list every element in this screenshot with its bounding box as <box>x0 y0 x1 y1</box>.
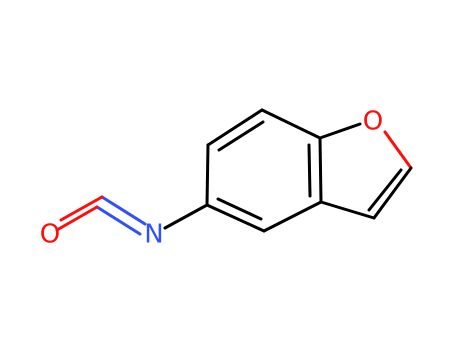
bond-c1-c2 <box>206 108 264 147</box>
bond-n-c-upper <box>100 195 147 226</box>
bond-c6-n <box>163 203 209 230</box>
aromatic-inner-bond-1 <box>217 120 265 152</box>
atom-o-ring: O <box>363 107 383 137</box>
atom-n: N <box>144 220 163 250</box>
bond-n-c-lower <box>95 205 142 236</box>
bond-c3-c4 <box>318 136 323 204</box>
bond-c4-c5 <box>262 200 323 233</box>
bond-c6-c1 <box>205 143 210 207</box>
bond-c-o-lower <box>55 205 99 232</box>
bond-c2-c3 <box>260 108 322 140</box>
bond-c8-c4 <box>319 200 376 220</box>
furan-inner-double-bond <box>367 168 403 212</box>
bond-c5-c6 <box>205 203 266 233</box>
bond-o-c7 <box>383 130 413 170</box>
atom-o-isocyanate: O <box>40 220 60 250</box>
bond-c-o-upper <box>59 195 104 222</box>
aromatic-inner-bond-2 <box>307 143 312 198</box>
bond-c3-o <box>318 122 362 140</box>
bond-c7-c8 <box>372 166 413 220</box>
aromatic-inner-bond-3 <box>216 197 263 221</box>
